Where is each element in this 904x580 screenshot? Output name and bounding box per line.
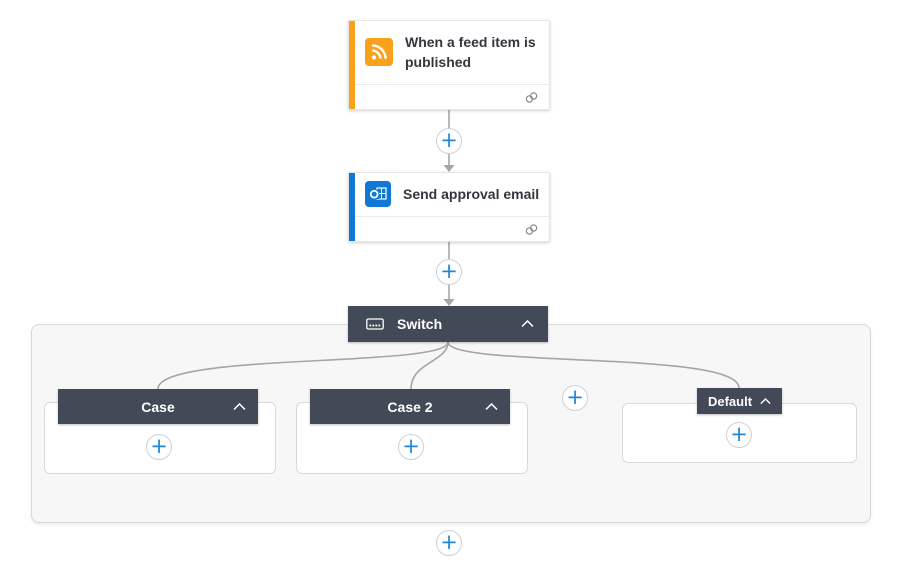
plus-icon: + [730, 421, 748, 446]
add-case-button[interactable]: + [562, 385, 588, 411]
collapse-chevron-icon[interactable] [521, 320, 534, 328]
case-1-label: Case [141, 398, 175, 415]
case-2-label: Case 2 [387, 398, 433, 415]
plus-icon: + [440, 258, 458, 283]
default-case-label: Default [707, 393, 753, 409]
action-accent-bar [349, 173, 355, 241]
collapse-chevron-icon[interactable] [485, 403, 498, 411]
action-card[interactable]: Send approval email [348, 172, 550, 242]
switch-header[interactable]: Switch [348, 306, 548, 342]
case-1-add-action-button[interactable]: + [146, 434, 172, 460]
switch-control-icon [366, 318, 384, 330]
switch-label: Switch [397, 316, 443, 332]
outlook-icon [365, 181, 391, 207]
connection-link-icon [525, 91, 538, 103]
collapse-chevron-icon[interactable] [760, 397, 771, 405]
connection-link-icon [525, 223, 538, 235]
trigger-accent-bar [349, 21, 355, 109]
plus-icon: + [402, 433, 420, 458]
trigger-card[interactable]: When a feed item is published [348, 20, 550, 110]
plus-icon: + [440, 127, 458, 152]
case-2-header[interactable]: Case 2 [310, 389, 510, 424]
plus-icon: + [150, 433, 168, 458]
case-2-add-action-button[interactable]: + [398, 434, 424, 460]
default-case-header[interactable]: Default [697, 388, 782, 414]
case-1-header[interactable]: Case [58, 389, 258, 424]
collapse-chevron-icon[interactable] [233, 403, 246, 411]
action-card-title: Send approval email [403, 185, 540, 202]
insert-step-button-bottom[interactable]: + [436, 530, 462, 556]
insert-step-button-2[interactable]: + [436, 259, 462, 285]
plus-icon: + [566, 384, 584, 409]
insert-step-button-1[interactable]: + [436, 128, 462, 154]
default-case-add-action-button[interactable]: + [726, 422, 752, 448]
plus-icon: + [440, 529, 458, 554]
rss-icon [365, 38, 393, 66]
trigger-card-title: When a feed item is published [405, 33, 536, 70]
